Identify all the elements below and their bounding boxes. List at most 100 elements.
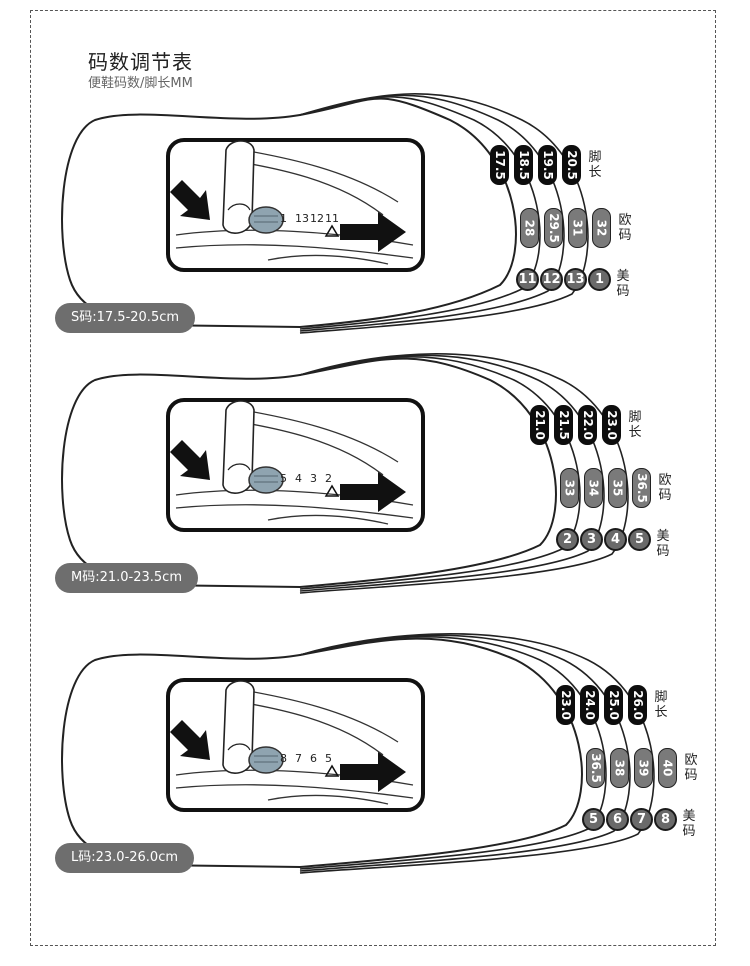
size-range-badge: S码:17.5-20.5cm [55, 303, 196, 333]
eu-size-value: 34 [586, 479, 601, 497]
foot-length-value: 25.0 [606, 690, 621, 720]
sole-sketch [175, 149, 414, 265]
press-arrow-icon [170, 440, 210, 480]
eu-size-value: 36.5 [588, 753, 603, 783]
eu-size-row-label: 欧码 [618, 213, 632, 243]
eu-size-tag: 35 [608, 468, 627, 508]
foot-length-value: 26.0 [630, 690, 645, 720]
scale-number: 11 [325, 212, 339, 225]
us-size-circle: 7 [630, 808, 653, 831]
us-size-row-label: 美码 [682, 809, 696, 839]
foot-length-tag: 24.0 [580, 685, 599, 725]
foot-length-tag: 22.0 [578, 405, 597, 445]
adjuster-button [248, 746, 284, 774]
scale-number: 12 [310, 212, 324, 225]
us-size-circle: 1 [588, 268, 611, 291]
foot-length-value: 21.0 [532, 410, 547, 440]
dashed-frame [30, 10, 716, 946]
us-size-circle: 3 [580, 528, 603, 551]
us-size-circle: 8 [654, 808, 677, 831]
finger-illustration [222, 140, 255, 234]
press-arrow-icon [170, 720, 210, 760]
us-size-circle: 4 [604, 528, 627, 551]
eu-size-value: 29.5 [546, 213, 561, 243]
foot-length-tag: 19.5 [538, 145, 557, 185]
foot-length-value: 17.5 [492, 150, 507, 180]
pointer-triangle-icon [324, 484, 340, 497]
foot-length-value: 23.0 [604, 410, 619, 440]
eu-size-value: 33 [562, 479, 577, 497]
eu-size-value: 39 [636, 759, 651, 777]
sole-sketch [175, 689, 414, 805]
adjuster-button [248, 466, 284, 494]
us-size-circle: 2 [556, 528, 579, 551]
scale-number: 6 [310, 752, 317, 765]
foot-length-row-label: 脚长 [588, 150, 602, 180]
foot-length-row-label: 脚长 [628, 410, 642, 440]
eu-size-tag: 40 [658, 748, 677, 788]
foot-length-value: 24.0 [582, 690, 597, 720]
press-arrow-icon [170, 180, 210, 220]
foot-length-tag: 25.0 [604, 685, 623, 725]
insole-outline [61, 357, 557, 589]
adjuster-button [248, 206, 284, 234]
foot-length-value: 21.5 [556, 410, 571, 440]
slide-arrow-icon [340, 472, 406, 512]
page-title: 码数调节表 [88, 50, 193, 74]
eu-size-value: 28 [522, 219, 537, 237]
scale-number: 8 [280, 752, 287, 765]
foot-length-value: 19.5 [540, 150, 555, 180]
us-size-circle: 5 [582, 808, 605, 831]
foot-length-tag: 20.5 [562, 145, 581, 185]
foot-length-tag: 21.5 [554, 405, 573, 445]
finger-illustration [222, 680, 255, 774]
eu-size-value: 35 [610, 479, 625, 497]
foot-length-value: 20.5 [564, 150, 579, 180]
pointer-triangle-icon [324, 224, 340, 237]
slide-arrow-icon [340, 212, 406, 252]
scale-number: 7 [295, 752, 302, 765]
foot-length-value: 22.0 [580, 410, 595, 440]
us-size-circle: 11 [516, 268, 539, 291]
page-subtitle: 便鞋码数/脚长MM [88, 76, 193, 91]
eu-size-value: 32 [594, 219, 609, 237]
foot-length-tag: 23.0 [602, 405, 621, 445]
scale-number: 1 [280, 212, 287, 225]
foot-length-value: 18.5 [516, 150, 531, 180]
scale-number: 4 [295, 472, 302, 485]
us-size-circle: 5 [628, 528, 651, 551]
insole-outline [61, 97, 517, 329]
eu-size-value: 38 [612, 759, 627, 777]
eu-size-tag: 29.5 [544, 208, 563, 248]
eu-size-tag: 36.5 [586, 748, 605, 788]
scale-number: 5 [280, 472, 287, 485]
eu-size-tag: 39 [634, 748, 653, 788]
foot-length-tag: 26.0 [628, 685, 647, 725]
foot-length-tag: 18.5 [514, 145, 533, 185]
eu-size-value: 31 [570, 219, 585, 237]
scale-number: 5 [325, 752, 332, 765]
us-size-circle: 6 [606, 808, 629, 831]
eu-size-tag: 31 [568, 208, 587, 248]
eu-size-value: 36.5 [634, 473, 649, 503]
eu-size-tag: 36.5 [632, 468, 651, 508]
foot-length-value: 23.0 [558, 690, 573, 720]
scale-number: 3 [310, 472, 317, 485]
eu-size-tag: 38 [610, 748, 629, 788]
foot-length-tag: 21.0 [530, 405, 549, 445]
eu-size-tag: 28 [520, 208, 539, 248]
eu-size-row-label: 欧码 [658, 473, 672, 503]
finger-illustration [222, 400, 255, 494]
pointer-triangle-icon [324, 764, 340, 777]
size-range-badge: M码:21.0-23.5cm [55, 563, 198, 593]
eu-size-row-label: 欧码 [684, 753, 698, 783]
us-size-circle: 13 [564, 268, 587, 291]
foot-length-tag: 23.0 [556, 685, 575, 725]
eu-size-tag: 34 [584, 468, 603, 508]
eu-size-tag: 32 [592, 208, 611, 248]
